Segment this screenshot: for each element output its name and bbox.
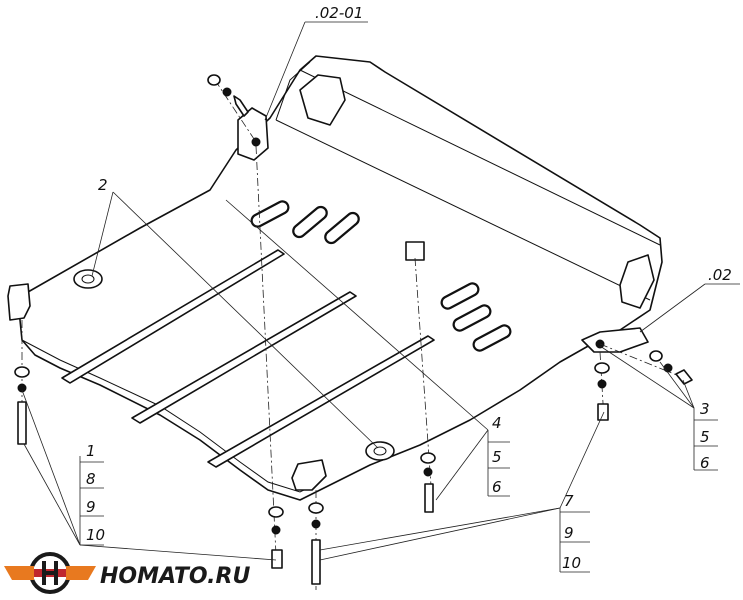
leader — [659, 361, 695, 409]
callout-2: 2 — [98, 176, 108, 194]
nut-icon — [663, 363, 673, 373]
washer-icon — [420, 452, 436, 464]
callout-9-right: 9 — [564, 524, 574, 542]
leader-lines — [21, 21, 740, 573]
rear-cutout-left — [299, 74, 346, 126]
leader — [319, 507, 561, 561]
skid-plate — [17, 55, 663, 501]
rib-1 — [61, 249, 285, 384]
axis — [214, 79, 257, 143]
axis — [255, 145, 277, 556]
square-nut — [405, 241, 425, 261]
callout-6-mid: 6 — [492, 478, 502, 496]
leader — [264, 21, 306, 121]
leader — [599, 345, 695, 409]
logo-wing-right — [66, 566, 96, 580]
callout-5-right: 5 — [700, 428, 710, 446]
callout-02: .02 — [708, 266, 732, 284]
stiffening-ribs — [61, 249, 435, 468]
vent-slots — [250, 200, 512, 352]
leader — [79, 544, 277, 561]
brackets — [7, 107, 649, 491]
callout-5-mid: 5 — [492, 448, 502, 466]
fasteners — [14, 74, 693, 585]
logo-letter-h — [42, 561, 58, 585]
callout-4: 4 — [492, 414, 502, 432]
bolt-icon — [17, 401, 27, 445]
leader — [559, 411, 605, 509]
leader — [225, 199, 489, 431]
slot — [292, 205, 328, 239]
logo-wing-left — [4, 566, 34, 580]
leader — [319, 507, 561, 551]
nut-icon — [271, 525, 281, 535]
nut-icon — [597, 379, 607, 389]
callout-10-left: 10 — [86, 526, 105, 544]
leader — [682, 379, 695, 409]
mount-boss-front — [365, 441, 395, 461]
washer-icon — [649, 350, 663, 362]
callout-1: 1 — [86, 442, 96, 460]
washer-icon — [594, 362, 610, 374]
callout-8: 8 — [86, 470, 96, 488]
nut-icon — [17, 383, 27, 393]
callout-9-left: 9 — [86, 498, 96, 516]
homato-logo-icon — [4, 552, 96, 594]
rib-3 — [207, 335, 435, 468]
bolt-icon — [675, 369, 693, 385]
leader — [91, 191, 114, 277]
slot — [472, 324, 512, 352]
bolt-icon — [597, 403, 609, 421]
bolt-icon — [424, 483, 434, 513]
front-lip — [21, 339, 321, 493]
callout-6-right: 6 — [700, 454, 710, 472]
callout-labels: .02-01 2 .02 3 5 6 4 5 6 1 8 9 10 7 9 10 — [86, 4, 732, 572]
slot — [452, 304, 492, 332]
leader — [112, 191, 379, 449]
washer-icon — [14, 366, 30, 378]
slot — [324, 211, 360, 245]
mount-boss-front-inner — [373, 446, 387, 456]
brand-text[interactable]: HOMATO.RU — [100, 564, 250, 589]
leader — [639, 283, 706, 333]
mount-boss-left-inner — [81, 274, 95, 284]
bolt-icon — [233, 95, 249, 117]
axis — [599, 343, 685, 379]
callout-3: 3 — [700, 400, 710, 418]
bracket-front — [291, 459, 327, 491]
washer-icon — [207, 74, 221, 86]
plate-body — [17, 55, 663, 501]
bracket-rear — [237, 107, 269, 161]
bracket-left — [7, 283, 31, 321]
rear-panel-edge — [275, 61, 661, 301]
nut-icon — [423, 467, 433, 477]
nut-icon — [222, 87, 232, 97]
rear-cutout-right — [619, 254, 655, 309]
bracket-rear-hole — [251, 137, 261, 147]
leader — [23, 443, 81, 546]
washer-icon — [268, 506, 284, 518]
bolt-icon — [311, 539, 321, 585]
rib-2 — [131, 291, 357, 424]
nut-icon — [311, 519, 321, 529]
callout-02-01: .02-01 — [315, 4, 363, 22]
callout-10-right: 10 — [562, 554, 581, 572]
bolt-icon — [271, 549, 283, 569]
callout-7: 7 — [564, 492, 574, 510]
slot — [440, 282, 480, 310]
washer-icon — [308, 502, 324, 514]
leader — [21, 389, 81, 546]
leader — [435, 429, 489, 501]
mount-boss-left — [73, 269, 103, 289]
